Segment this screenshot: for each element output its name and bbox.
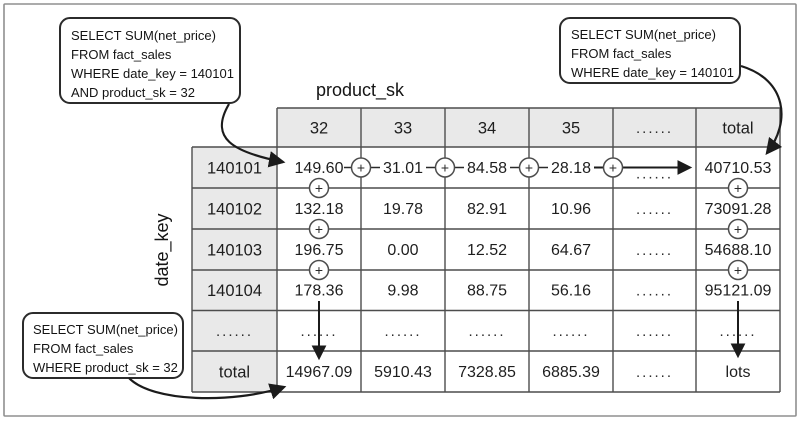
plus-circle-icon	[434, 157, 456, 178]
plus-circle-icon	[308, 218, 330, 240]
cell-140102-ellipsis: ......	[636, 201, 673, 218]
cell-140102-33: 19.78	[383, 201, 423, 218]
sql-line: SELECT SUM(net_price)	[571, 27, 716, 42]
cell-140104-ellipsis: ......	[636, 282, 673, 299]
sql-line: WHERE date_key = 140101	[571, 65, 734, 80]
row-header-total: total	[219, 363, 250, 381]
cell-ellipsis-34: ......	[468, 323, 505, 340]
plus-icon: +	[357, 160, 365, 176]
sql-line: FROM fact_sales	[33, 341, 134, 356]
cell-total-ellipsis: ......	[636, 364, 673, 381]
plus-circle-icon	[518, 157, 540, 178]
callout-bottom-left-box	[22, 312, 184, 379]
cell-ellipsis-33: ......	[384, 323, 421, 340]
plus-icon: +	[734, 221, 742, 237]
cell-140103-34: 12.52	[467, 242, 507, 259]
cell-ellipsis-total: ......	[719, 323, 756, 340]
row-header-ellipsis: ......	[216, 323, 253, 340]
plus-icon: +	[525, 160, 533, 176]
row-header-140103: 140103	[207, 241, 262, 259]
plus-circle-icon	[308, 177, 330, 199]
sql-line: SELECT SUM(net_price)	[71, 28, 216, 43]
plus-icon: +	[734, 180, 742, 196]
cell-140101-35: 28.18	[551, 160, 591, 177]
sql-line: WHERE product_sk = 32	[33, 360, 178, 375]
callout-top-left-arrow	[220, 103, 286, 168]
cell-140101-33: 31.01	[383, 160, 423, 177]
cell-140104-33: 9.98	[387, 283, 418, 300]
plus-icon: +	[315, 262, 323, 278]
row-header-140101: 140101	[207, 159, 262, 177]
plus-icon: +	[609, 160, 617, 176]
plus-operators: + + + + + + + + + +	[308, 157, 749, 281]
sql-line: AND product_sk = 32	[71, 85, 195, 100]
plus-circle-icon	[308, 259, 330, 281]
cell-140101-ellipsis: ......	[636, 165, 673, 182]
date-key-axis-label: date_key	[152, 213, 173, 286]
plus-circle-icon	[350, 157, 372, 178]
row-header-140104: 140104	[207, 282, 262, 300]
plus-icon: +	[315, 221, 323, 237]
cell-total-35: 6885.39	[542, 364, 600, 381]
cell-ellipsis-32: ......	[300, 323, 337, 340]
cell-140102-34: 82.91	[467, 201, 507, 218]
plus-circle-icon	[727, 259, 749, 281]
cell-140104-34: 88.75	[467, 283, 507, 300]
col-header-34: 34	[478, 119, 496, 137]
col-header-32: 32	[310, 119, 328, 137]
cell-ellipsis-35: ......	[552, 323, 589, 340]
cell-140101-32: 149.60	[295, 160, 344, 177]
cell-140103-32: 196.75	[295, 242, 344, 259]
col-header-33: 33	[394, 119, 412, 137]
callout-bottom-left-arrow	[128, 377, 287, 400]
cell-140104-35: 56.16	[551, 283, 591, 300]
table-grid	[191, 107, 781, 393]
cell-140103-ellipsis: ......	[636, 242, 673, 259]
sql-line: FROM fact_sales	[571, 46, 672, 61]
sql-line: FROM fact_sales	[71, 47, 172, 62]
plus-circle-icon	[602, 157, 624, 178]
cell-total-total: lots	[726, 364, 751, 381]
cell-140102-32: 132.18	[295, 201, 344, 218]
cell-140101-34: 84.58	[467, 160, 507, 177]
product-sk-axis-label: product_sk	[316, 80, 405, 101]
cell-ellipsis-ellipsis: ......	[636, 323, 673, 340]
plus-icon: +	[734, 262, 742, 278]
cell-140103-total: 54688.10	[705, 242, 772, 259]
cell-total-33: 5910.43	[374, 364, 432, 381]
cell-140102-35: 10.96	[551, 201, 591, 218]
cell-total-32: 14967.09	[286, 364, 353, 381]
cell-total-34: 7328.85	[458, 364, 516, 381]
callout-top-right: SELECT SUM(net_price) FROM fact_sales WH…	[559, 17, 741, 84]
callout-bottom-left: SELECT SUM(net_price) FROM fact_sales WH…	[22, 312, 184, 379]
cell-140102-total: 73091.28	[705, 201, 772, 218]
cell-140103-35: 64.67	[551, 242, 591, 259]
figure-border	[3, 3, 797, 417]
col-header-total: total	[722, 119, 753, 137]
callout-top-left: SELECT SUM(net_price) FROM fact_sales WH…	[59, 17, 241, 104]
plus-icon: +	[315, 180, 323, 196]
callout-top-right-arrow	[740, 64, 783, 155]
callout-top-right-box	[559, 17, 741, 84]
cell-140103-33: 0.00	[387, 242, 418, 259]
plus-circle-icon	[727, 177, 749, 199]
sql-line: WHERE date_key = 140101	[71, 66, 234, 81]
cell-140101-total: 40710.53	[705, 160, 772, 177]
col-header-35: 35	[562, 119, 580, 137]
row-header-140102: 140102	[207, 200, 262, 218]
col-header-ellipsis: ......	[636, 120, 673, 137]
callout-top-left-box	[59, 17, 241, 104]
cell-140104-32: 178.36	[295, 283, 344, 300]
sql-line: SELECT SUM(net_price)	[33, 322, 178, 337]
plus-circle-icon	[727, 218, 749, 240]
plus-icon: +	[441, 160, 449, 176]
cell-140104-total: 95121.09	[705, 283, 772, 300]
